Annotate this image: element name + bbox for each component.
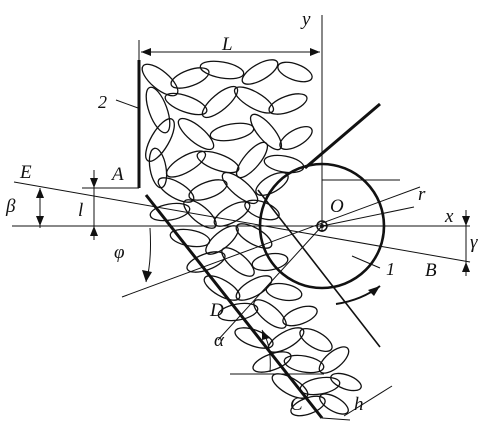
radius-r — [321, 206, 415, 227]
granule — [299, 327, 333, 353]
granule — [165, 150, 207, 178]
granule — [255, 171, 289, 197]
label-h: h — [354, 394, 364, 415]
hopper — [137, 60, 381, 419]
label-gamma-partial: γ — [470, 232, 478, 253]
label-A: A — [110, 164, 124, 185]
label-1: 1 — [386, 259, 395, 279]
label-r: r — [418, 184, 426, 205]
granule — [196, 150, 240, 174]
granule — [330, 372, 362, 392]
beta-arrow-top — [36, 188, 44, 198]
dim-h-line — [343, 385, 393, 417]
granule — [290, 395, 326, 417]
right-edge-marks — [462, 210, 470, 276]
granule — [164, 92, 208, 116]
granule — [221, 171, 259, 205]
label-B: B — [425, 260, 437, 281]
alpha-arrowhead — [262, 330, 270, 340]
granule — [265, 282, 303, 302]
edge-arrow-2 — [462, 262, 470, 272]
line-OD — [217, 225, 323, 341]
label-phi: φ — [114, 242, 125, 263]
granule — [271, 373, 309, 399]
granule — [183, 199, 217, 229]
granule — [263, 154, 305, 174]
construction-lines — [12, 15, 471, 375]
granule — [170, 67, 210, 89]
granule — [299, 376, 341, 396]
beta-marker — [36, 188, 44, 228]
label-beta: β — [5, 196, 16, 217]
granule — [251, 252, 289, 272]
granule — [249, 113, 283, 151]
hopper-upper-edge — [304, 102, 381, 170]
granule — [169, 228, 211, 248]
beta-arrow-bottom — [36, 216, 44, 226]
granule — [235, 141, 269, 179]
granule — [234, 327, 274, 349]
leader-1 — [351, 255, 381, 269]
phi-arrowhead — [142, 270, 152, 282]
roller-circle — [258, 162, 386, 290]
label-x: x — [444, 206, 454, 227]
rotation-arrowhead — [368, 286, 380, 296]
label-l: l — [78, 200, 83, 221]
dim-h-ext — [321, 417, 351, 421]
granule — [199, 60, 245, 80]
granule — [235, 275, 273, 301]
granule — [279, 125, 313, 151]
label-E: E — [19, 162, 32, 183]
label-y: y — [300, 9, 311, 30]
roller-center-dot — [320, 224, 324, 228]
granule — [241, 59, 279, 85]
granule — [277, 61, 313, 83]
label-2: 2 — [98, 92, 107, 112]
leader-2 — [115, 99, 139, 109]
granule — [318, 346, 350, 374]
line-EB — [13, 181, 471, 263]
label-C: C — [290, 394, 303, 415]
granule — [157, 177, 195, 203]
granule — [221, 247, 255, 277]
dim-L-arrow-right — [310, 48, 320, 56]
dimension-L — [138, 40, 320, 60]
dim-L-arrow-left — [141, 48, 151, 56]
edge-arrow-1 — [462, 216, 470, 226]
granule — [145, 86, 171, 134]
dimension-h — [321, 385, 393, 421]
label-O: O — [330, 196, 344, 217]
roller — [258, 162, 386, 305]
granule — [149, 202, 191, 222]
granule — [177, 117, 215, 151]
granule — [188, 179, 228, 201]
dimension-l — [82, 170, 139, 240]
granule — [233, 86, 275, 114]
dim-l-arrow-bottom — [90, 226, 98, 236]
granule — [253, 299, 287, 329]
label-L: L — [221, 34, 233, 55]
dim-l-arrow-top — [90, 178, 98, 188]
granule — [145, 118, 175, 162]
granule — [283, 354, 325, 374]
granule — [319, 393, 349, 415]
granule — [217, 302, 259, 322]
label-alpha: α — [214, 330, 225, 351]
granule — [203, 275, 241, 301]
granule — [252, 351, 292, 373]
line-phi — [121, 186, 421, 298]
chute-lower-wall — [144, 194, 324, 419]
label-D: D — [209, 300, 224, 321]
granule — [282, 305, 318, 327]
granule — [267, 327, 305, 353]
granule — [209, 122, 255, 142]
roller-center-outer — [316, 220, 328, 232]
granule — [268, 93, 308, 115]
granule — [186, 251, 226, 273]
